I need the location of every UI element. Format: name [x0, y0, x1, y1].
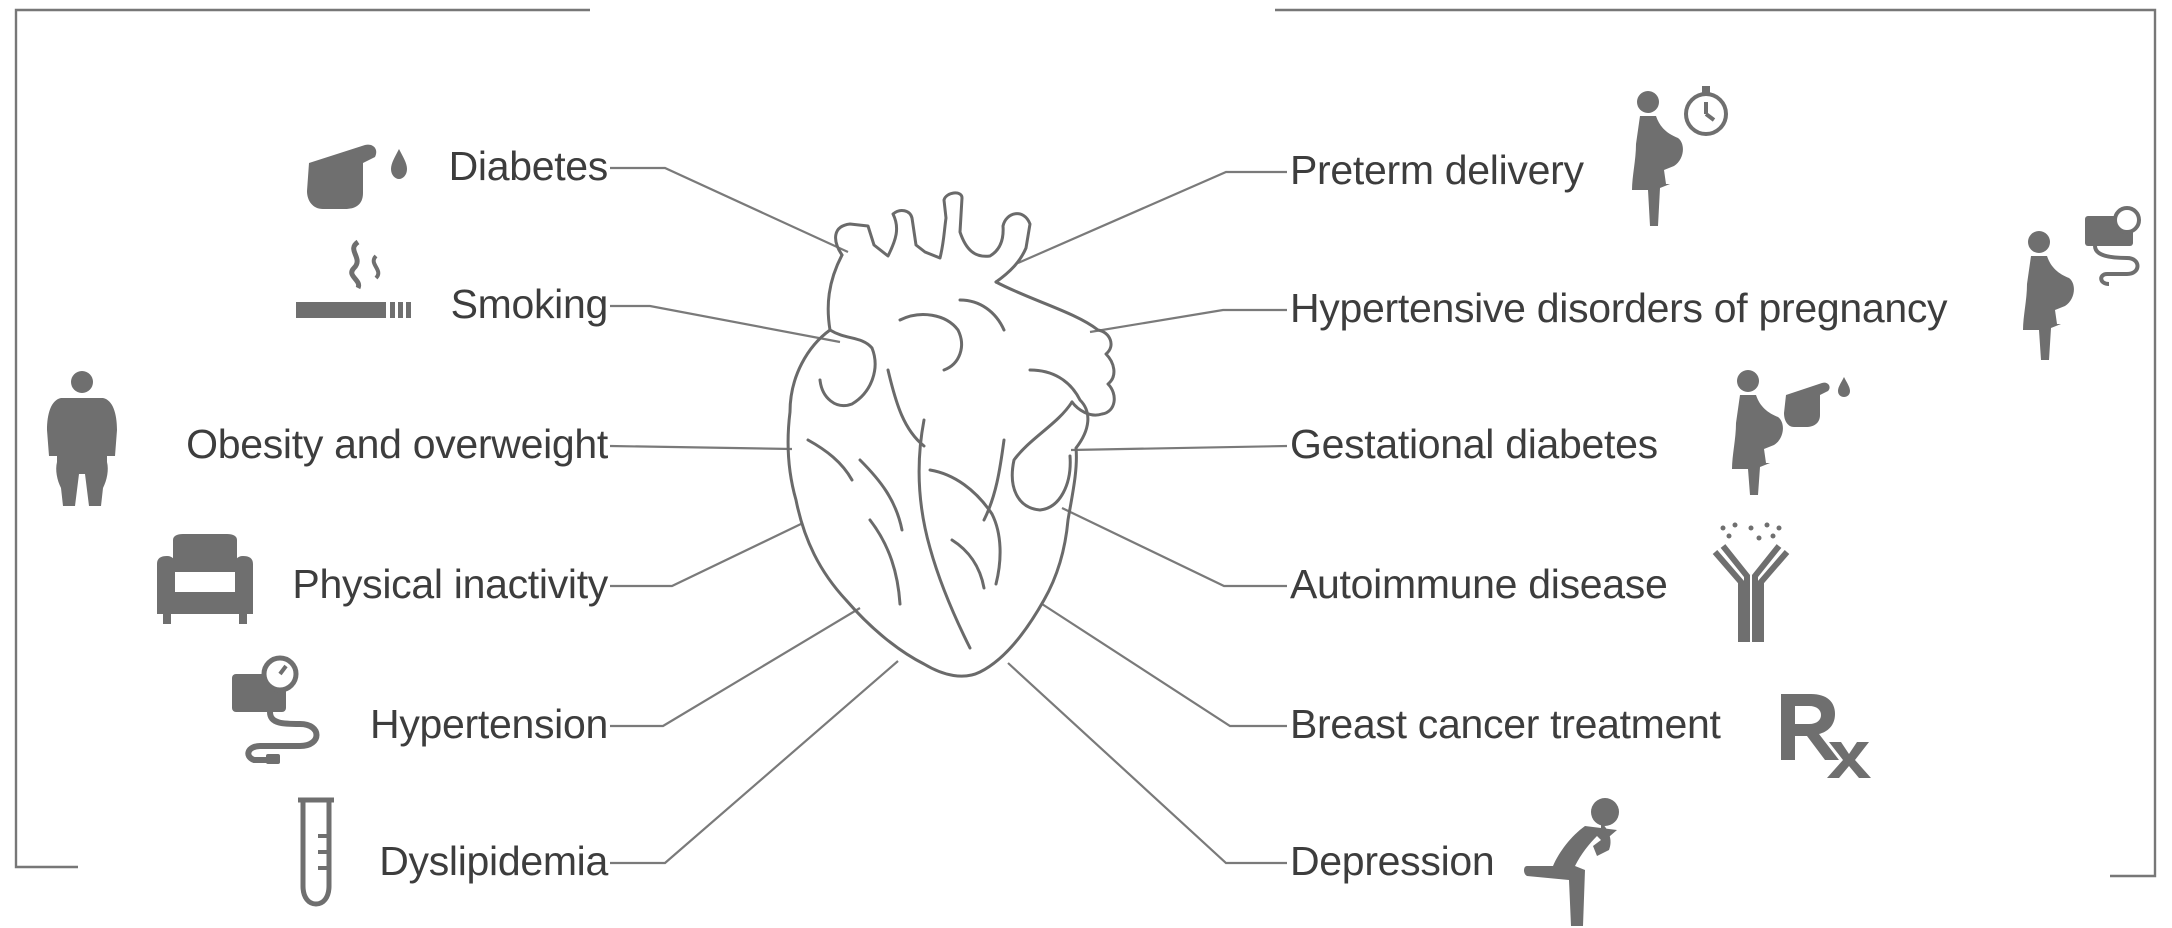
connector-gestational-diabetes — [1071, 446, 1287, 450]
label-autoimmune-disease: Autoimmune disease — [1290, 564, 1667, 605]
label-smoking: Smoking — [451, 284, 608, 325]
connector-diabetes — [610, 168, 848, 252]
label-hypertensive-disorders-pregnancy: Hypertensive disorders of pregnancy — [1290, 288, 1947, 329]
overweight-person-icon — [45, 370, 119, 508]
prescription-rx-icon — [1781, 694, 1871, 778]
connector-smoking — [610, 306, 840, 342]
cigarette-icon — [296, 238, 414, 322]
label-diabetes: Diabetes — [449, 146, 608, 187]
blood-pressure-monitor-icon — [230, 658, 330, 766]
connector-physical-inactivity — [610, 523, 803, 586]
label-hypertension: Hypertension — [370, 704, 608, 745]
connector-breast-cancer — [1042, 604, 1287, 726]
test-tube-icon — [294, 796, 338, 908]
connector-dyslipidemia — [610, 661, 898, 863]
label-preterm-delivery: Preterm delivery — [1290, 150, 1584, 191]
connector-preterm-delivery — [1018, 172, 1287, 263]
antibody-icon — [1711, 522, 1791, 644]
label-obesity-overweight: Obesity and overweight — [186, 424, 608, 465]
label-gestational-diabetes: Gestational diabetes — [1290, 424, 1658, 465]
pregnant-woman-finger-prick-icon — [1724, 367, 1854, 497]
connector-obesity — [610, 446, 792, 449]
connector-hypertensive-pregnancy — [1090, 310, 1287, 332]
label-dyslipidemia: Dyslipidemia — [379, 841, 608, 882]
anatomical-heart-icon — [788, 193, 1114, 676]
pregnant-woman-stopwatch-icon — [1624, 80, 1736, 228]
depressed-person-icon — [1523, 796, 1627, 928]
connector-depression — [1008, 663, 1287, 863]
finger-prick-blood-drop-icon — [303, 133, 413, 213]
connector-autoimmune — [1062, 508, 1287, 586]
pregnant-woman-blood-pressure-icon — [2015, 206, 2145, 362]
armchair-icon — [157, 534, 253, 626]
label-physical-inactivity: Physical inactivity — [292, 564, 608, 605]
label-depression: Depression — [1290, 841, 1494, 882]
connector-hypertension — [610, 608, 860, 726]
label-breast-cancer-treatment: Breast cancer treatment — [1290, 704, 1721, 745]
